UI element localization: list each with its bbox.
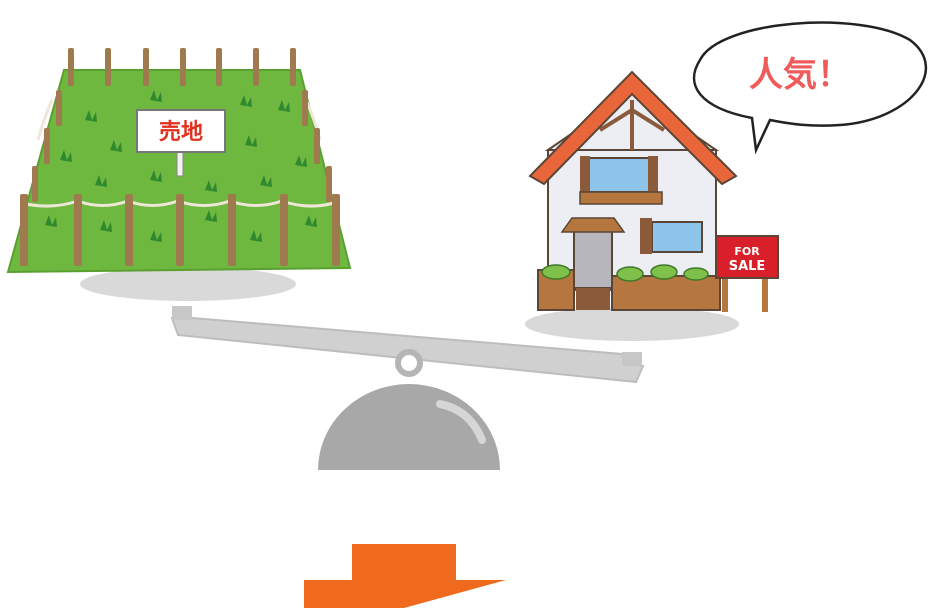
left-scale-pan <box>80 267 296 301</box>
speech-bubble-text: 人気！ <box>749 55 851 95</box>
right-scale-pan <box>525 307 739 341</box>
for-sale-sign-line1: FOR <box>734 245 760 258</box>
for-sale-sign-line2: SALE <box>729 259 766 274</box>
down-arrow-icon <box>304 544 506 608</box>
land-lot-icon <box>8 48 350 272</box>
lot-sign-text: 売地 <box>159 119 203 145</box>
scale-pivot <box>398 352 420 374</box>
